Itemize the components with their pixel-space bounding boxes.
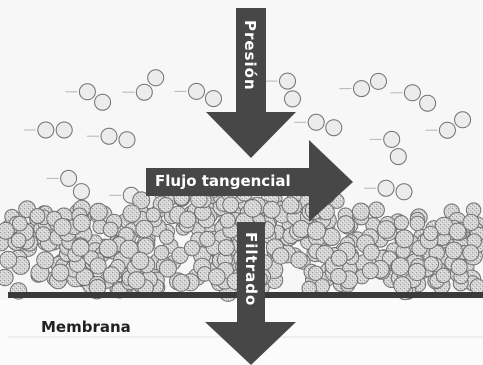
particle	[266, 73, 301, 107]
particle	[122, 70, 163, 100]
particle	[364, 180, 412, 200]
particle	[390, 85, 435, 111]
filtrate-label: Filtrado	[242, 232, 260, 306]
particle	[337, 203, 369, 233]
particle	[425, 112, 470, 138]
particle	[294, 114, 342, 135]
pressure-label: Presión	[241, 20, 259, 91]
particle	[175, 83, 222, 106]
membrane-label: Membrana	[41, 318, 131, 336]
particle	[87, 128, 135, 148]
tangential-flow-label: Flujo tangencial	[155, 172, 291, 190]
particle	[24, 122, 72, 138]
particle	[340, 73, 387, 96]
particle	[65, 84, 110, 110]
particle	[47, 170, 90, 199]
particle	[370, 131, 407, 164]
